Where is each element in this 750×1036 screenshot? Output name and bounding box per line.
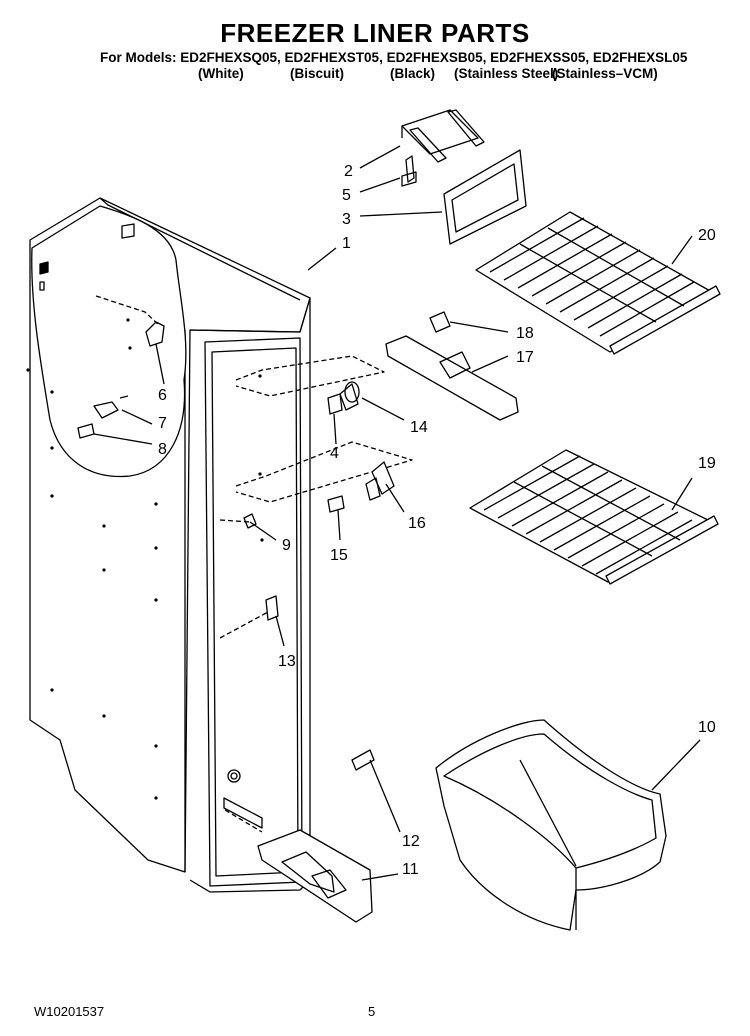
upper-bracket-assembly — [401, 109, 527, 245]
callout-11: 11 — [402, 861, 419, 878]
callout-2: 2 — [344, 163, 353, 180]
callout-20: 20 — [698, 227, 716, 244]
callout-6: 6 — [158, 387, 167, 404]
wire-shelf-19 — [469, 449, 719, 585]
shelf-brackets — [327, 381, 395, 513]
leader-lines — [93, 145, 701, 881]
freezer-liner — [26, 197, 413, 893]
color-white: (White) — [198, 66, 244, 81]
document-number: W10201537 — [34, 1004, 105, 1019]
callout-1: 1 — [342, 235, 351, 252]
callout-8: 8 — [158, 441, 167, 458]
callout-13: 13 — [278, 653, 296, 670]
callout-14: 14 — [410, 419, 428, 436]
freezer-bin-10 — [435, 719, 667, 931]
callout-3: 3 — [342, 211, 351, 228]
bottom-trim-11 — [257, 749, 375, 923]
page-title: FREEZER LINER PARTS — [220, 18, 530, 48]
callout-12: 12 — [402, 833, 420, 850]
callout-18: 18 — [516, 325, 534, 342]
callout-17: 17 — [516, 349, 534, 366]
callout-16: 16 — [408, 515, 426, 532]
callout-7: 7 — [158, 415, 167, 432]
callout-19: 19 — [698, 455, 716, 472]
color-black: (Black) — [390, 66, 436, 81]
callout-9: 9 — [282, 537, 291, 554]
wire-shelf-20 — [475, 211, 721, 355]
color-stainless-steel: (Stainless Steel) — [454, 66, 559, 81]
callout-5: 5 — [342, 187, 351, 204]
callout-4: 4 — [330, 445, 339, 462]
color-biscuit: (Biscuit) — [290, 66, 344, 81]
callout-10: 10 — [698, 719, 716, 736]
page-number: 5 — [368, 1004, 376, 1019]
color-stainless-vcm: (Stainless–VCM) — [552, 66, 658, 81]
callout-15: 15 — [330, 547, 348, 564]
shelf-support-17 — [385, 311, 519, 421]
models-line: For Models: ED2FHEXSQ05, ED2FHEXST05, ED… — [100, 50, 688, 65]
